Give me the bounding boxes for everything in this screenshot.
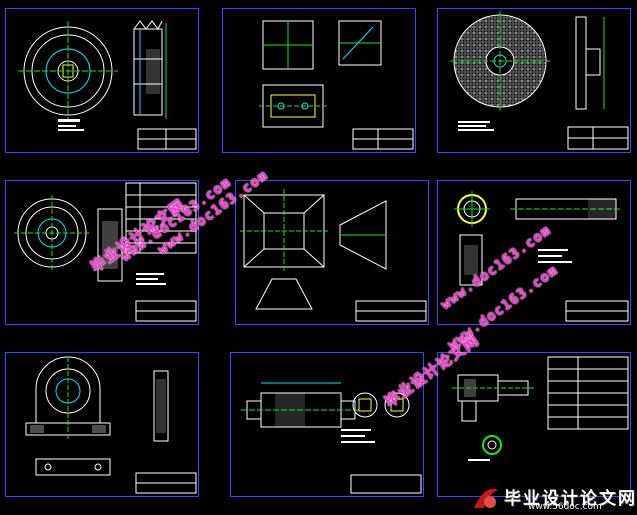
drawing-sheet-hopper[interactable] bbox=[235, 180, 429, 325]
drawing-sheet-plate[interactable] bbox=[222, 8, 416, 153]
cad-drawing-hopper bbox=[240, 189, 427, 322]
cad-drawing-gear-shaft bbox=[241, 382, 422, 494]
cad-drawing-pulley bbox=[18, 20, 197, 150]
drawing-sheet-grate-disc[interactable] bbox=[437, 8, 631, 153]
cad-drawing-bearing-seat bbox=[25, 356, 197, 494]
logo-title: 毕业设计论文网 bbox=[504, 489, 637, 509]
site-logo: 毕业设计论文网 www.56doc.com bbox=[470, 484, 637, 512]
drawing-sheet-wheel-assembly[interactable] bbox=[5, 180, 199, 325]
logo-emblem-icon bbox=[474, 488, 498, 508]
cad-drawing-shaft bbox=[454, 191, 629, 322]
cad-drawing-plate bbox=[259, 20, 414, 150]
drawing-sheet-shaft[interactable] bbox=[437, 180, 631, 325]
drawing-sheet-spindle[interactable] bbox=[437, 352, 631, 497]
drawing-sheet-pulley[interactable] bbox=[5, 8, 199, 153]
cad-drawing-wheel-assembly bbox=[14, 182, 197, 322]
drawing-sheet-gear-shaft[interactable] bbox=[230, 352, 424, 497]
drawing-sheet-bearing-seat[interactable] bbox=[5, 352, 199, 497]
cad-drawing-spindle bbox=[452, 356, 629, 461]
cad-drawing-grate-disc bbox=[450, 11, 629, 150]
logo-url: www.56doc.com bbox=[528, 502, 602, 512]
